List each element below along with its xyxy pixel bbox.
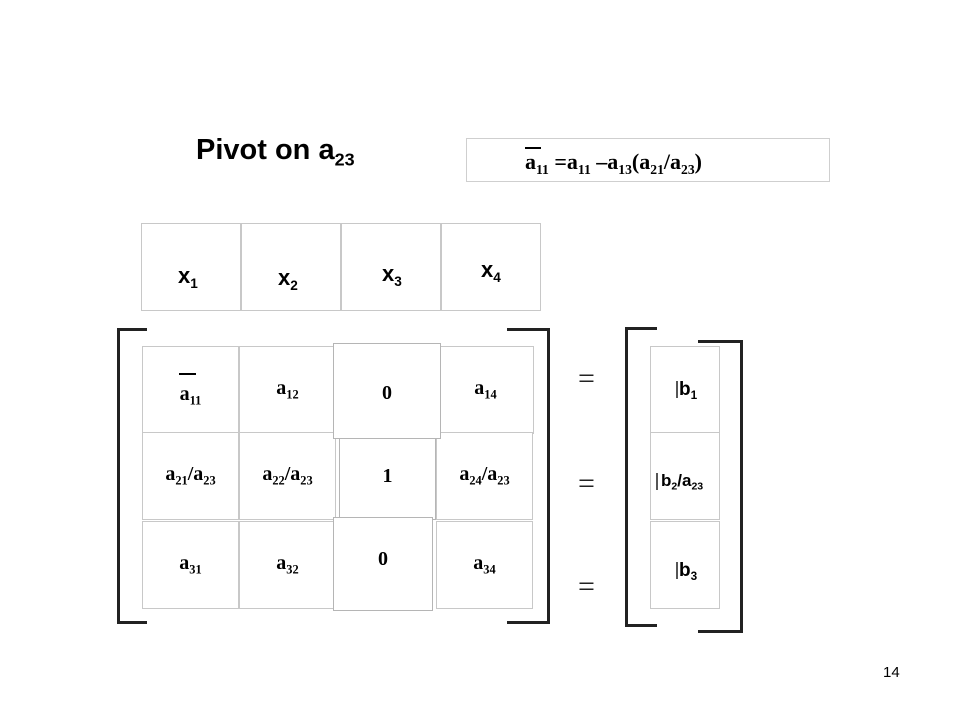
rhs-cell-b3: b3 xyxy=(650,521,720,609)
formula-open-paren: ( xyxy=(631,149,640,174)
formula-term2-sub: 13 xyxy=(618,161,632,177)
matrix-left-bracket-top xyxy=(117,328,147,331)
matrix-cell-pivot-col-r1: 0 xyxy=(333,343,441,439)
variable-label: x2 xyxy=(278,265,298,293)
matrix-cell-a24-over-a23: a24/a23 xyxy=(436,432,533,520)
matrix-cell-a34: a34 xyxy=(436,521,533,609)
formula-lhs-sub: 11 xyxy=(536,161,549,177)
rhs-left-bracket-top xyxy=(625,327,657,330)
formula-slash: / xyxy=(663,149,670,174)
cursor-mark xyxy=(656,473,658,490)
formula-term4: a xyxy=(670,149,681,174)
matrix-cell-a32: a32 xyxy=(239,521,336,609)
formula-equals: = xyxy=(548,149,567,174)
cursor-mark xyxy=(676,381,678,398)
title-text: Pivot on a xyxy=(196,134,335,166)
rhs-right-bracket-bottom xyxy=(698,630,743,633)
formula-minus: – xyxy=(590,149,608,174)
formula-term1: a xyxy=(566,149,578,174)
matrix-cell-a14: a14 xyxy=(437,346,534,434)
matrix-right-bracket xyxy=(547,328,550,624)
rhs-cell-b1: b1 xyxy=(650,346,720,434)
variable-label: x3 xyxy=(382,261,402,289)
equals-sign: = xyxy=(578,362,595,395)
matrix-cell-a12: a12 xyxy=(239,346,336,434)
matrix-cell-a11: a11 xyxy=(142,346,239,434)
rhs-right-bracket-top xyxy=(698,340,743,343)
formula-term1-sub: 11 xyxy=(577,161,591,177)
slide-title: Pivot on a23 xyxy=(196,134,355,170)
variable-cell-x2: x2 xyxy=(241,223,341,311)
formula-term3-sub: 21 xyxy=(650,161,664,177)
matrix-right-bracket-top xyxy=(507,328,550,331)
formula-term4-sub: 23 xyxy=(681,161,695,177)
formula-lhs: a xyxy=(525,149,536,174)
formula-term2: a xyxy=(607,149,619,174)
cursor-mark xyxy=(676,562,678,579)
page-number: 14 xyxy=(883,664,900,681)
variable-cell-x4: x4 xyxy=(441,223,541,311)
matrix-right-bracket-bottom xyxy=(507,621,550,624)
formula-overline xyxy=(525,147,541,149)
rhs-cell-b2-over-a23: b2/a23 xyxy=(650,432,720,520)
matrix-cell-a31: a31 xyxy=(142,521,239,609)
variable-cell-x3: x3 xyxy=(341,223,441,311)
title-subscript: 23 xyxy=(334,149,355,170)
matrix-cell-pivot-col-r3: 0 xyxy=(333,517,433,611)
variable-cell-x1: x1 xyxy=(141,223,241,311)
rhs-left-bracket xyxy=(625,327,628,627)
formula-term3: a xyxy=(639,149,651,174)
overline-mark xyxy=(179,373,196,375)
equals-sign: = xyxy=(578,467,595,500)
formula-close-paren: ) xyxy=(694,149,702,174)
variable-label: x1 xyxy=(178,263,198,291)
matrix-left-bracket-bottom xyxy=(117,621,147,624)
update-formula: a11 =a11 –a13(a21/a23) xyxy=(466,138,830,182)
variable-label: x4 xyxy=(481,257,501,285)
matrix-cell-pivot: 1 xyxy=(339,438,436,520)
matrix-cell-a21-over-a23: a21/a23 xyxy=(142,432,239,520)
rhs-right-bracket xyxy=(740,340,743,633)
matrix-left-bracket xyxy=(117,328,120,624)
matrix-cell-a22-over-a23: a22/a23 xyxy=(239,432,336,520)
formula-expression: a11 =a11 –a13(a21/a23) xyxy=(525,149,702,177)
equals-sign: = xyxy=(578,570,595,603)
rhs-left-bracket-bottom xyxy=(625,624,657,627)
